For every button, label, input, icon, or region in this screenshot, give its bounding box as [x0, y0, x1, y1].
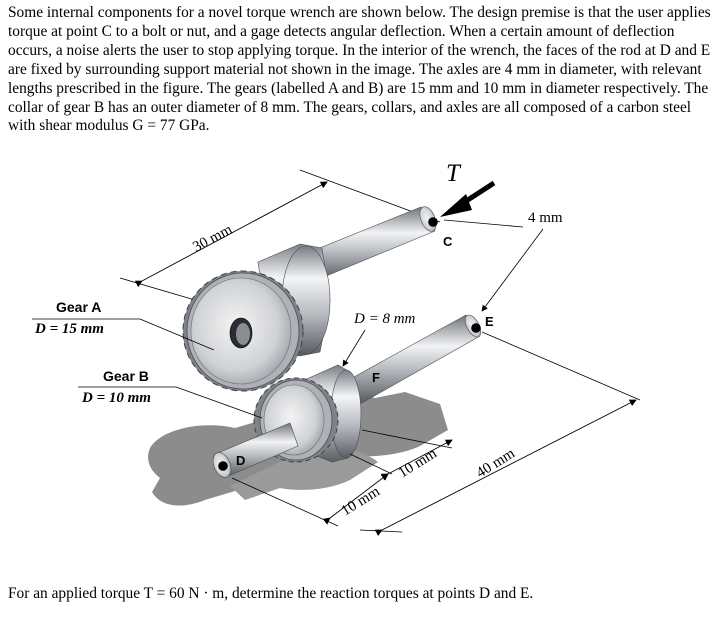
point-e-marker [471, 323, 481, 333]
gear-a [182, 243, 331, 392]
point-c-marker [428, 217, 438, 227]
point-d-label: D [236, 453, 245, 468]
torque-label: T [446, 160, 462, 187]
gear-b-name: Gear B [103, 368, 149, 384]
leader-d8mm [342, 329, 366, 367]
problem-question: For an applied torque T = 60 N · m, dete… [8, 585, 534, 602]
ext-line-d-bottom [359, 529, 403, 533]
leader-4mm-c [443, 219, 524, 228]
dim-30mm-label: 30 mm [190, 221, 235, 255]
lower-rod-upper-segment [344, 314, 481, 405]
assembly-shadow-2 [230, 447, 378, 500]
dim-40mm-line [374, 399, 637, 537]
dim-d8mm-text: D = 8 mm [353, 311, 416, 327]
point-d-marker [218, 461, 228, 471]
gear-a-bore-highlight [236, 323, 250, 345]
leader-gear-a [139, 318, 215, 351]
point-f-label: F [372, 370, 380, 385]
point-c-label: C [443, 234, 453, 249]
problem-paragraph: Some internal components for a novel tor… [8, 4, 711, 135]
dim-d8mm-label: D = 8 mm [353, 311, 416, 327]
gear-b-diameter: D = 10 mm [81, 390, 151, 406]
dim-4mm-label: 4 mm [528, 210, 563, 226]
torque-arrow-head [440, 194, 472, 217]
ext-line-e [481, 331, 641, 401]
dim-10mm-lower-label: 10 mm [339, 483, 383, 519]
dim-30mm-line [134, 181, 328, 288]
ext-line-bottom-1 [231, 477, 339, 527]
leader-4mm-e [481, 228, 544, 312]
point-e-label: E [485, 314, 494, 329]
ext-line-30-left [119, 277, 196, 301]
gear-a-diameter: D = 15 mm [34, 321, 104, 337]
gear-a-name: Gear A [56, 299, 101, 315]
leader-gear-b [175, 386, 263, 419]
